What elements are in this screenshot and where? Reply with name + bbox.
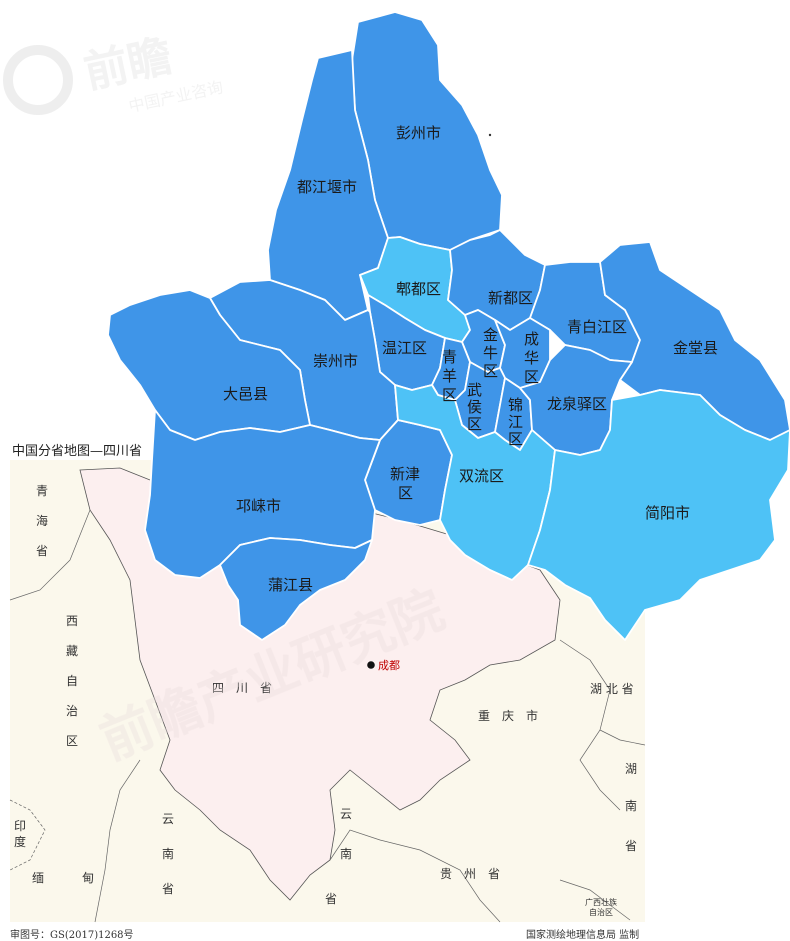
label-qingbaijiang: 青白江区 xyxy=(567,318,627,336)
svg-text:印: 印 xyxy=(14,819,26,833)
svg-text:治: 治 xyxy=(66,704,78,718)
chengdu-districts xyxy=(107,11,790,641)
capital-dot-icon xyxy=(367,661,375,669)
label-jintang: 金堂县 xyxy=(673,339,718,357)
border-india xyxy=(9,799,46,871)
svg-text:青: 青 xyxy=(36,484,48,498)
svg-text:省: 省 xyxy=(325,892,337,906)
capital-marker: 成都 xyxy=(367,659,400,672)
label-qinghai: 青 海 省 xyxy=(36,484,48,558)
border-guangxi xyxy=(559,879,631,921)
label-sichuan: 四 川 省 xyxy=(212,681,272,695)
district-jianyang[interactable] xyxy=(527,389,790,641)
svg-text:省: 省 xyxy=(36,544,48,558)
footer-left: 审图号：GS(2017)1268号 xyxy=(10,928,134,941)
label-jinniu: 金牛区 xyxy=(483,326,498,380)
svg-text:自: 自 xyxy=(66,674,78,688)
svg-text:区: 区 xyxy=(66,734,78,748)
svg-text:南: 南 xyxy=(625,798,637,813)
label-yunnan-left: 云 南 省 xyxy=(162,812,174,896)
svg-text:湖: 湖 xyxy=(625,761,637,776)
label-miandian: 缅 甸 xyxy=(32,871,94,885)
label-dayi: 大邑县 xyxy=(223,385,268,403)
svg-text:云: 云 xyxy=(340,807,352,821)
label-guizhou: 贵 州 省 xyxy=(440,867,500,881)
svg-text:南: 南 xyxy=(162,846,174,861)
label-longquanyi: 龙泉驿区 xyxy=(547,395,607,413)
label-hubei: 湖 北 省 xyxy=(590,681,634,696)
border-qinghai-xizang xyxy=(9,509,91,601)
label-yindu: 印 度 xyxy=(14,819,26,849)
label-qionglai: 邛崃市 xyxy=(236,497,281,515)
label-pujiang: 蒲江县 xyxy=(268,576,313,594)
label-xizang: 西 藏 自 治 区 xyxy=(66,614,78,748)
border-xizang-yunnan xyxy=(94,759,141,923)
svg-text:缅: 缅 xyxy=(32,871,44,885)
label-wenjiang: 温江区 xyxy=(382,339,427,357)
svg-text:西: 西 xyxy=(66,614,78,628)
label-hunan: 湖 南 省 xyxy=(625,761,637,853)
label-dujiangyan: 都江堰市 xyxy=(297,178,357,196)
svg-text:度: 度 xyxy=(14,834,26,849)
label-jinjiang: 锦江区 xyxy=(508,396,523,448)
district-labels: 彭州市 都江堰市 郫都区 新都区 青白江区 金堂县 温江区 崇州市 大邑县 龙泉… xyxy=(223,124,718,594)
label-pidu: 郫都区 xyxy=(396,280,441,298)
label-shuangliu: 双流区 xyxy=(459,467,504,485)
marker-dot xyxy=(488,133,492,137)
label-xinjin: 新津区 xyxy=(390,465,420,502)
label-chongqing: 重 庆 市 xyxy=(478,708,538,723)
svg-text:海: 海 xyxy=(36,513,48,528)
border-yunnan-guizhou xyxy=(329,829,501,923)
label-guangxi-1: 广西壮族 xyxy=(585,897,617,907)
svg-text:甸: 甸 xyxy=(82,871,94,885)
label-chongzhou: 崇州市 xyxy=(313,352,358,370)
svg-text:南: 南 xyxy=(340,846,352,861)
svg-text:云: 云 xyxy=(162,812,174,826)
label-qingyang: 青羊区 xyxy=(442,348,457,404)
label-xinjin-text: 新津区 xyxy=(390,465,420,502)
watermark-logo-icon xyxy=(3,45,73,115)
label-yunnan-mid: 云 南 省 xyxy=(325,807,352,906)
district-pujiang[interactable] xyxy=(219,537,373,641)
label-jianyang: 简阳市 xyxy=(645,504,690,522)
label-chenghua: 成华区 xyxy=(524,330,539,386)
label-wuhou: 武侯区 xyxy=(467,381,482,433)
label-pengzhou: 彭州市 xyxy=(396,124,441,142)
footer-right: 国家测绘地理信息局 监制 xyxy=(526,928,639,941)
svg-text:省: 省 xyxy=(625,839,637,853)
label-xindu: 新都区 xyxy=(488,289,533,307)
border-hubei-hunan xyxy=(599,729,646,746)
label-guangxi-2: 自治区 xyxy=(589,907,613,917)
capital-label: 成都 xyxy=(378,659,400,672)
inset-title: 中国分省地图—四川省 xyxy=(12,444,142,459)
svg-text:省: 省 xyxy=(162,882,174,896)
svg-text:藏: 藏 xyxy=(66,644,78,658)
watermark-brand: 前瞻 xyxy=(80,31,177,99)
